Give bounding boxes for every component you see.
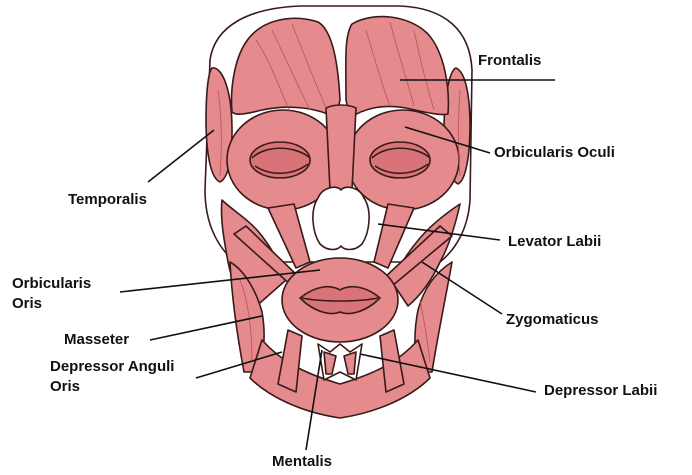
label-temporalis: Temporalis bbox=[68, 190, 147, 210]
label-masseter: Masseter bbox=[64, 330, 129, 350]
procerus bbox=[326, 105, 356, 195]
label-depressor-anguli-oris: Depressor Anguli Oris bbox=[50, 357, 174, 397]
leader-temporalis bbox=[148, 130, 214, 182]
label-zygomaticus: Zygomaticus bbox=[506, 310, 599, 330]
label-frontalis: Frontalis bbox=[478, 51, 541, 71]
label-orbicularis-oris: Orbicularis Oris bbox=[12, 274, 91, 314]
label-levator-labii: Levator Labii bbox=[508, 232, 601, 252]
label-mentalis: Mentalis bbox=[272, 452, 332, 472]
face-muscles bbox=[205, 6, 472, 418]
label-orbicularis-oculi: Orbicularis Oculi bbox=[494, 143, 615, 163]
nasal-cartilage bbox=[313, 187, 369, 249]
label-depressor-labii: Depressor Labii bbox=[544, 381, 657, 401]
